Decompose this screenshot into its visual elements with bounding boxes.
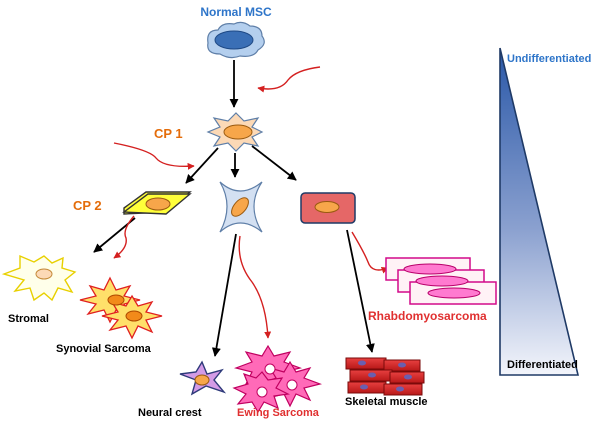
neural-crest-progenitor-cell: [219, 181, 263, 233]
neural-crest-cell: [179, 360, 227, 396]
differentiation-gradient-triangle: [499, 47, 580, 376]
stromal-cell: [1, 254, 77, 302]
normal-msc-label: Normal MSC: [200, 5, 272, 19]
muscle-progenitor-cell: [300, 192, 356, 224]
stromal-label: Stromal: [8, 313, 49, 325]
transformation-arrows: [113, 66, 389, 339]
synovial-sarcoma-label: Synovial Sarcoma: [56, 343, 152, 355]
undifferentiated-label: Undifferentiated: [507, 53, 591, 65]
cp2-cell: [122, 191, 192, 215]
skeletal-muscle-label: Skeletal muscle: [345, 396, 428, 408]
ewing-sarcoma-cells: [232, 344, 323, 414]
neural-crest-label: Neural crest: [138, 407, 202, 419]
synovial-sarcoma-cells: [79, 276, 163, 340]
ewing-sarcoma-label: Ewing Sarcoma: [237, 407, 320, 419]
rhabdomyosarcoma-cells: [385, 257, 497, 305]
cp2-label: CP 2: [73, 198, 102, 213]
arrow-to-rhabdo: [351, 231, 389, 274]
rhabdomyosarcoma-label: Rhabdomyosarcoma: [368, 309, 487, 323]
normal-msc-cell: [207, 21, 265, 59]
arrow-to-neural-crest: [211, 233, 237, 357]
differentiated-label: Differentiated: [507, 359, 578, 371]
arrow-cp1-to-cp2: [185, 147, 219, 184]
arrow-hit-to-cp2: [113, 142, 195, 170]
arrow-to-skeletal-muscle: [346, 229, 375, 353]
arrow-cp1-to-muscle-progenitor: [251, 145, 297, 181]
cp1-cell: [206, 112, 264, 152]
arrow-cp2-to-synovial: [113, 215, 135, 259]
arrow-hit-to-cp1: [257, 66, 321, 93]
skeletal-muscle-cells: [345, 357, 425, 396]
cp1-label: CP 1: [154, 126, 183, 141]
arrow-to-ewing: [238, 235, 272, 339]
